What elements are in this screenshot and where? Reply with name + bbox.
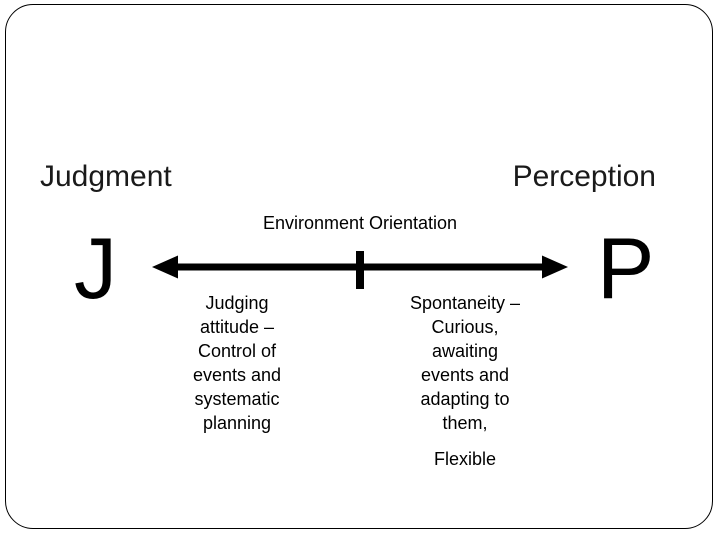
judging-description: Judging attitude – Control of events and… — [192, 293, 282, 433]
right-arrowhead-icon — [542, 255, 568, 279]
letter-p: P — [597, 221, 655, 317]
double-headed-arrow — [152, 251, 568, 289]
perception-description: Spontaneity – Curious, awaiting events a… — [409, 293, 521, 433]
left-arrowhead-icon — [152, 255, 178, 279]
letter-j: J — [74, 221, 117, 317]
header-judgment: Judgment — [40, 160, 172, 193]
header-perception: Perception — [512, 160, 656, 193]
axis-midpoint-tick — [356, 251, 364, 289]
axis-title: Environment Orientation — [262, 213, 458, 233]
flexible-label: Flexible — [433, 449, 497, 469]
